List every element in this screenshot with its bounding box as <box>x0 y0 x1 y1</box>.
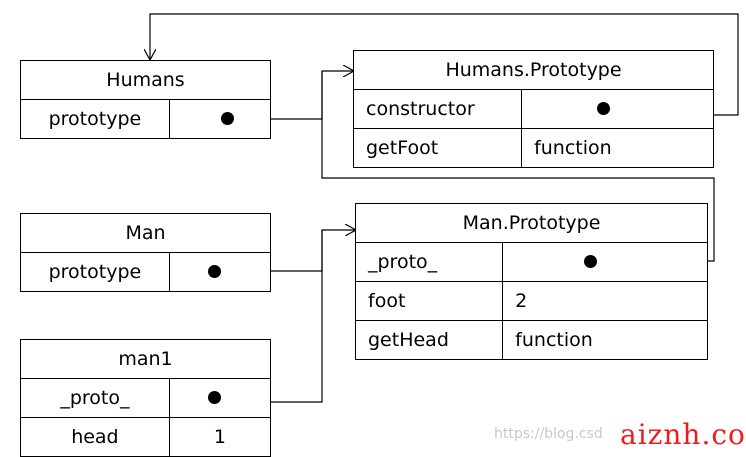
humans-prototype-key: prototype <box>21 100 170 138</box>
man1-proto-value <box>170 379 270 417</box>
man-prototype-box: Man.Prototype _proto_ foot 2 getHead fun… <box>355 203 708 360</box>
man-prototype-title: Man.Prototype <box>356 204 707 243</box>
humans-box: Humans prototype <box>20 60 271 139</box>
man-row-prototype: prototype <box>21 253 270 291</box>
humans-prototype-row-constructor: constructor <box>354 90 713 129</box>
man-prototype-row-proto: _proto_ <box>356 243 707 282</box>
man1-head-value: 1 <box>213 426 226 448</box>
man-prototype-value <box>170 253 270 291</box>
humans-prototype-getfoot-key: getFoot <box>354 129 523 167</box>
man-prototype-proto-key: _proto_ <box>356 243 504 281</box>
pointer-dot <box>597 102 611 115</box>
man-prototype-proto-value <box>503 243 707 281</box>
humans-prototype-constructor-key: constructor <box>354 90 523 128</box>
pointer-dot <box>220 112 234 125</box>
humans-prototype-constructor-value <box>522 90 713 128</box>
watermark-url: https://blog.csd <box>494 426 603 442</box>
man-box: Man prototype <box>20 213 271 292</box>
humans-prototype-box: Humans.Prototype constructor getFoot fun… <box>353 50 714 168</box>
humans-title: Humans <box>21 61 270 100</box>
man-prototype-foot-value: 2 <box>515 290 528 312</box>
man1-row-head: head 1 <box>21 418 270 456</box>
humans-prototype-value <box>170 100 270 138</box>
man-prototype-gethead-key: getHead <box>356 321 504 359</box>
pointer-dot <box>207 265 221 278</box>
man1-box: man1 _proto_ head 1 <box>20 339 271 457</box>
watermark-logo: aiznh.com <box>620 418 746 451</box>
pointer-dot <box>207 391 221 404</box>
man-prototype-foot-key: foot <box>356 282 504 320</box>
man-prototype-key: prototype <box>21 253 170 291</box>
pointer-dot <box>584 255 598 268</box>
man-prototype-row-gethead: getHead function <box>356 321 707 359</box>
man-title: Man <box>21 214 270 253</box>
man1-proto-key: _proto_ <box>21 379 170 417</box>
humans-prototype-getfoot-value: function <box>534 137 612 159</box>
humans-prototype-title: Humans.Prototype <box>354 51 713 90</box>
man1-title: man1 <box>21 340 270 379</box>
humans-row-prototype: prototype <box>21 100 270 138</box>
man1-row-proto: _proto_ <box>21 379 270 418</box>
man1-head-key: head <box>21 418 170 456</box>
humans-prototype-row-getfoot: getFoot function <box>354 129 713 167</box>
man-prototype-row-foot: foot 2 <box>356 282 707 321</box>
man-prototype-gethead-value: function <box>515 329 593 351</box>
